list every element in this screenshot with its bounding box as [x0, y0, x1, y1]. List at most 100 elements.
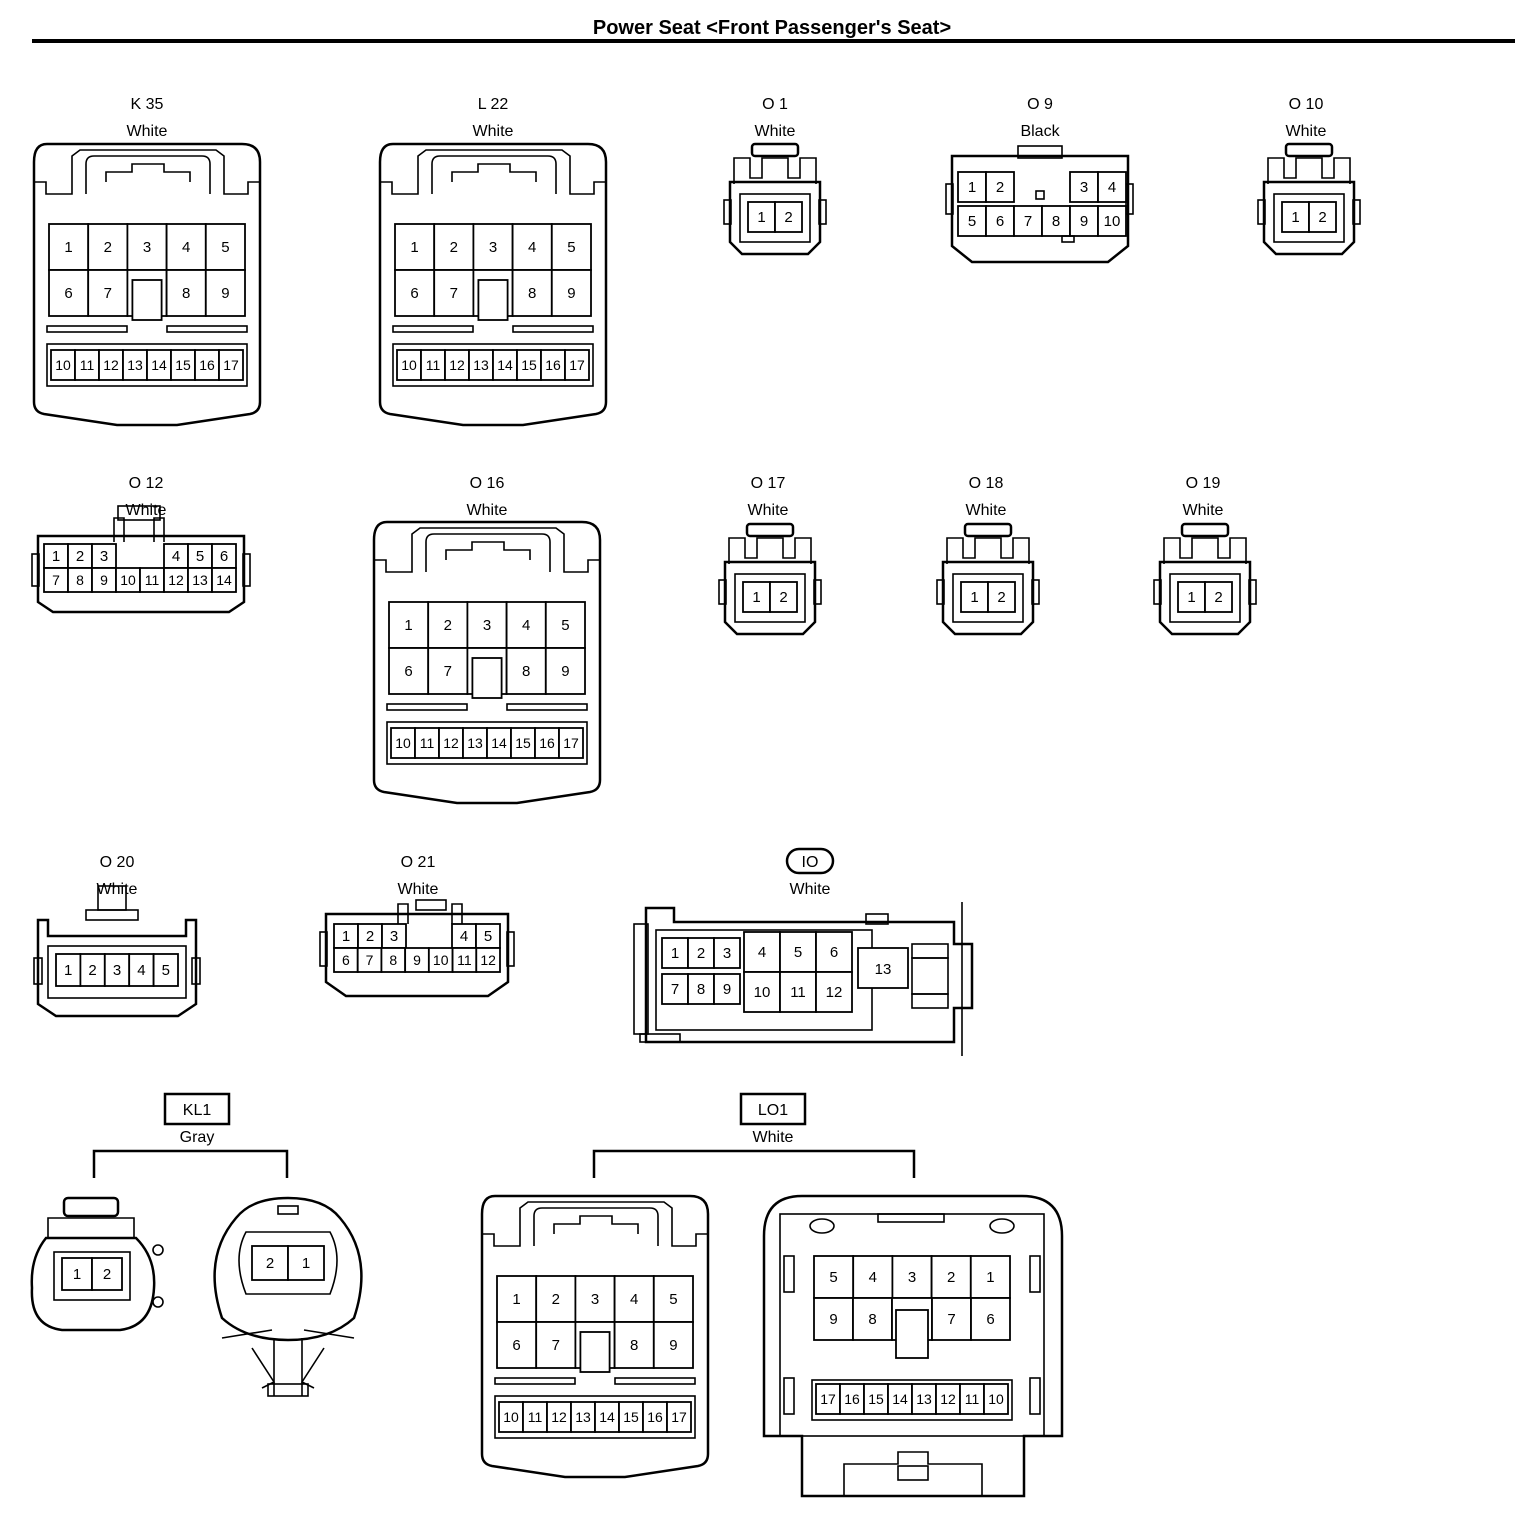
pin-number: 5: [561, 617, 569, 634]
connector-outline: [30, 1236, 156, 1332]
pin-cell: [126, 223, 168, 271]
latch-cap: [117, 505, 161, 521]
bottom-key: [843, 1451, 983, 1496]
pin-number: 3: [723, 945, 731, 962]
connector-code: O 9: [1027, 96, 1053, 113]
pin-number: 10: [120, 572, 136, 588]
pin-number: 4: [522, 617, 530, 634]
pin-number: 11: [528, 1409, 543, 1425]
pin-cell: [983, 1383, 1009, 1415]
pin-number: 3: [390, 928, 398, 945]
pin-cell: [969, 1255, 1011, 1299]
clip-arm: [221, 1329, 355, 1339]
connector-code: IO: [802, 854, 819, 871]
pin-cell: [987, 581, 1016, 613]
pin-number: 1: [970, 589, 978, 606]
pin-number: 8: [630, 1337, 638, 1354]
pin-number: 1: [671, 945, 679, 962]
pin-cell: [957, 205, 987, 237]
pin-number: 5: [162, 962, 170, 979]
pin-cell: [91, 1257, 123, 1291]
side-lug: [936, 579, 945, 605]
guide-bar: [166, 325, 248, 333]
pin-number: 9: [413, 952, 421, 968]
pin-number: 5: [968, 213, 976, 230]
guide-bar: [506, 703, 588, 711]
pin-cell: [779, 971, 817, 1013]
connector-outline: [762, 1194, 1064, 1498]
connector-code: KL1: [183, 1102, 212, 1119]
pin-number: 8: [697, 981, 705, 998]
pin-number: 1: [410, 239, 418, 256]
pin-number: 5: [567, 239, 575, 256]
pin-number: 6: [342, 952, 350, 968]
connector-outline: [723, 560, 817, 636]
pin-cell: [687, 937, 715, 969]
pin-number: 1: [64, 239, 72, 256]
pin-number: 17: [569, 357, 585, 373]
connector-color: White: [1286, 123, 1327, 140]
connector-code: LO1: [758, 1102, 788, 1119]
pin-number: 4: [460, 928, 468, 945]
pin-number: 6: [996, 213, 1004, 230]
pin-number: 13: [473, 357, 489, 373]
pin-number: 12: [103, 357, 119, 373]
latch-cap: [1180, 522, 1230, 538]
connector-code-badge: [785, 847, 835, 875]
connector-code: O 18: [969, 475, 1004, 492]
latch-window: [895, 1309, 929, 1359]
latch-cap: [745, 522, 795, 538]
side-lug: [191, 957, 201, 985]
pin-cell: [1041, 205, 1071, 237]
pin-cell: [985, 205, 1015, 237]
inner-frame: [734, 573, 806, 623]
latch-window: [579, 1331, 611, 1373]
connector-outline: [482, 1201, 708, 1247]
pin-number: 9: [100, 572, 108, 588]
pin-cell: [774, 201, 803, 233]
pin-number: 3: [483, 617, 491, 634]
pin-number: 2: [1318, 209, 1326, 226]
pin-cell: [55, 953, 82, 987]
connector-code: O 21: [401, 854, 436, 871]
pin-cell: [930, 1255, 972, 1299]
pin-number: 2: [450, 239, 458, 256]
pin-number: 7: [947, 1311, 955, 1328]
pin-number: 2: [76, 548, 84, 565]
lower-frame: [46, 343, 248, 387]
pin-number: 6: [404, 663, 412, 680]
pin-number: 8: [528, 285, 536, 302]
pin-number: 14: [491, 735, 507, 751]
pin-cell: [959, 1383, 985, 1415]
pin-number: 3: [908, 1269, 916, 1286]
pin-number: 2: [697, 945, 705, 962]
pin-cell: [815, 1383, 841, 1415]
connector-outline: [553, 1215, 639, 1234]
side-slot: [1029, 1377, 1041, 1415]
pin-number: 5: [484, 928, 492, 945]
pin-number: 9: [221, 285, 229, 302]
pin-number: 14: [599, 1409, 615, 1425]
connector-outline: [425, 533, 551, 572]
guide-bar: [386, 703, 468, 711]
pin-cell: [713, 973, 741, 1005]
connector-code: O 12: [129, 475, 164, 492]
pin-number: 1: [757, 209, 765, 226]
pin-number: 15: [623, 1409, 639, 1425]
pin-cell: [1097, 171, 1127, 203]
latch-bar: [877, 1213, 945, 1223]
pin-number: 14: [216, 572, 232, 588]
connector-outline: [451, 163, 537, 182]
pair-bracket: [592, 1149, 916, 1178]
guide-bar: [46, 325, 128, 333]
pin-cell: [486, 727, 512, 759]
connector-outline: [324, 912, 510, 998]
pin-cell: [433, 269, 475, 317]
pin-number: 2: [779, 589, 787, 606]
connector-color: White: [748, 502, 789, 519]
connector-outline: [1158, 560, 1252, 636]
